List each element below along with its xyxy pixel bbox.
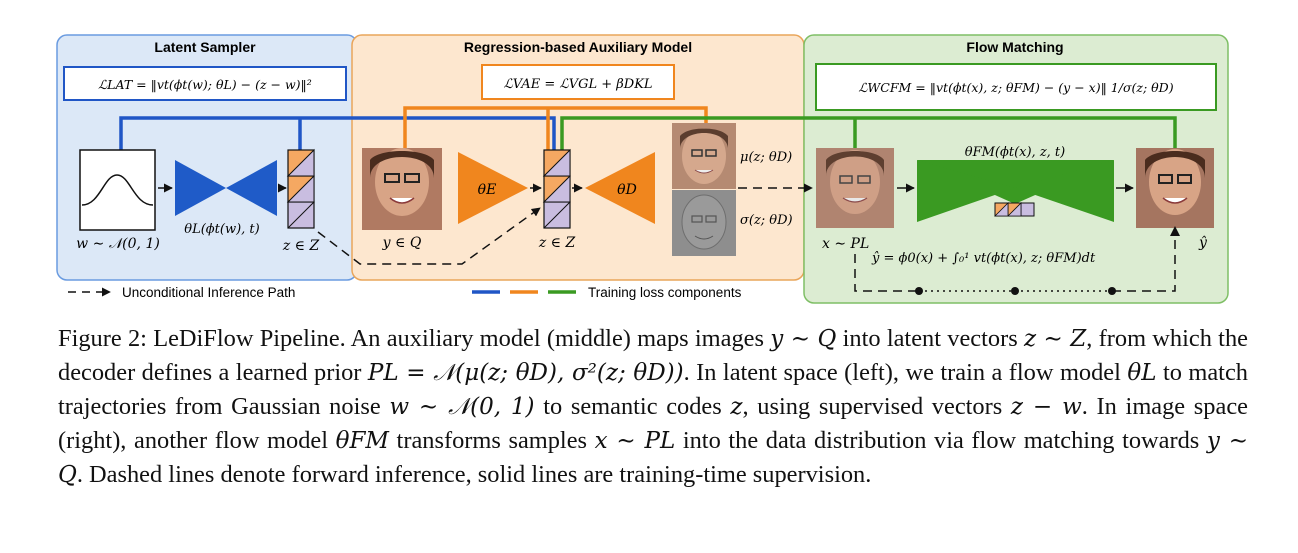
caption-text-7: , using supervised vectors xyxy=(742,393,1003,420)
integration-step-dot-1 xyxy=(915,287,923,295)
y-hat-face-image xyxy=(1136,148,1214,228)
integration-formula: ŷ = ϕ0(x) + ∫₀¹ vt(ϕt(x), z; θFM)dt xyxy=(871,251,1096,266)
mu-label: μ(z; θD) xyxy=(740,150,792,165)
theta-FM-latent-cond xyxy=(994,202,1035,217)
flow-matching-title: Flow Matching xyxy=(966,39,1063,55)
theta-FM-label: θFM(ϕt(x), z, t) xyxy=(965,145,1065,160)
caption-text-1: LeDiFlow Pipeline. An auxiliary model (m… xyxy=(153,325,764,352)
caption-text-11: . Dashed lines denote forward inference,… xyxy=(76,461,872,488)
caption-text-2: into latent vectors xyxy=(842,325,1018,352)
caption-text-4: . In latent space (left), we train a flo… xyxy=(683,359,1121,386)
wcfm-loss-box xyxy=(815,63,1217,111)
caption-math-9: x ∼ PL xyxy=(594,428,676,454)
theta-L-network xyxy=(175,160,277,216)
caption-text-5: to match trajectories from Gaussian nois… xyxy=(58,359,1248,420)
caption-math-3: PL = 𝒩(μ(z; θD), σ²(z; θD)) xyxy=(367,360,684,386)
z-left-label: z ∈ Z xyxy=(282,238,320,254)
integration-loop-arrowhead xyxy=(1170,226,1180,236)
caption-math-4: θL xyxy=(1127,360,1157,386)
theta-E-label: θE xyxy=(478,182,497,198)
auxiliary-model-title: Regression-based Auxiliary Model xyxy=(464,39,692,55)
latent-vector-left xyxy=(286,148,315,229)
theta-D-decoder xyxy=(585,152,655,224)
caption-math-2: z ∼ Z xyxy=(1023,326,1087,352)
legend-inference-label: Unconditional Inference Path xyxy=(122,285,295,300)
caption-text-10: into the data distribution via flow matc… xyxy=(682,427,1200,454)
inference-dashed-path-1 xyxy=(317,207,541,265)
figure-caption: Figure 2: LeDiFlow Pipeline. An auxiliar… xyxy=(58,322,1248,492)
caption-label: Figure 2: xyxy=(58,325,147,352)
caption-math-7: z − w xyxy=(1010,394,1082,420)
caption-math-10: y ∼ Q xyxy=(58,428,1248,488)
x-label: x ∼ PL xyxy=(822,236,869,252)
wcfm-loss-formula: ℒWCFM = ‖vt(ϕt(x), z; θFM) − (y − x)‖ 1/… xyxy=(858,80,1173,95)
x-face-image xyxy=(816,148,894,228)
caption-math-5: w ∼ 𝒩(0, 1) xyxy=(389,394,535,420)
z-mid-label: z ∈ Z xyxy=(538,235,576,251)
legend-training-label: Training loss components xyxy=(588,285,742,300)
integration-step-dot-2 xyxy=(1011,287,1019,295)
latent-sampler-title: Latent Sampler xyxy=(154,39,256,55)
y-hat-label: ŷ xyxy=(1198,234,1208,251)
theta-FM-network xyxy=(917,160,1114,222)
theta-E-encoder xyxy=(458,152,528,224)
blue-training-line xyxy=(119,116,556,150)
latent-vector-middle xyxy=(542,148,571,229)
mu-face-image xyxy=(672,123,736,189)
integration-step-dot-3 xyxy=(1108,287,1116,295)
caption-text-8: . In image space (right), another flow m… xyxy=(58,393,1248,454)
caption-math-8: θFM xyxy=(335,428,389,454)
y-in-label: y ∈ Q xyxy=(382,235,422,251)
vae-loss-formula: ℒVAE = ℒVGL + βDKL xyxy=(503,77,652,92)
caption-text-3: , from which the decoder defines a learn… xyxy=(58,325,1248,386)
caption-text-9: transforms samples xyxy=(396,427,588,454)
noise-label: w ∼ 𝒩(0, 1) xyxy=(76,236,160,252)
sigma-face-image xyxy=(672,190,736,256)
vae-loss-box xyxy=(481,64,675,100)
sigma-label: σ(z; θD) xyxy=(740,213,793,228)
integration-loop xyxy=(854,232,1176,292)
lat-loss-formula: ℒLAT = ‖vt(ϕt(w); θL) − (z − w)‖² xyxy=(98,77,312,92)
caption-text-6: to semantic codes xyxy=(543,393,722,420)
pipeline-diagram: Latent Sampler Regression-based Auxiliar… xyxy=(56,34,1229,304)
input-face-image xyxy=(362,148,442,230)
caption-math-6: z xyxy=(730,394,743,420)
gaussian-noise-plot xyxy=(79,149,156,231)
theta-D-label: θD xyxy=(617,182,637,198)
theta-L-label: θL(ϕt(w), t) xyxy=(184,222,259,237)
green-training-line xyxy=(560,116,1177,150)
caption-math-1: y ∼ Q xyxy=(770,326,837,352)
lat-loss-box xyxy=(63,66,347,101)
